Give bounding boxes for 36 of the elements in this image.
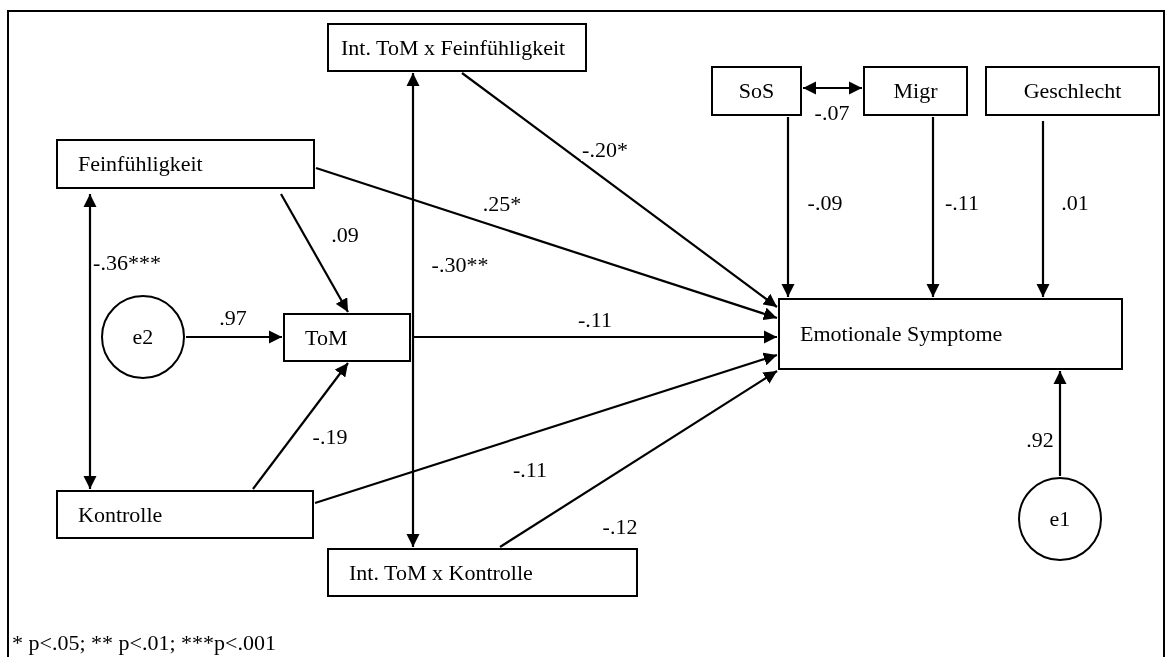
variable-box [985, 66, 1160, 116]
arrow [406, 73, 420, 547]
arrow [252, 362, 349, 490]
arrow [461, 72, 778, 308]
node-label: Int. ToM x Feinfühligkeit [341, 36, 566, 59]
arrow [315, 166, 778, 321]
arrow [499, 370, 778, 548]
variable-box [56, 490, 314, 539]
arrow [280, 193, 349, 313]
variable-box [283, 313, 411, 362]
node-label: Emotionale Symptome [800, 323, 1003, 345]
variable-box [711, 66, 802, 116]
variable-box [778, 298, 1123, 370]
variable-box [56, 139, 315, 189]
arrow [83, 194, 97, 489]
arrow [926, 117, 940, 297]
arrow [314, 352, 778, 505]
arrow [1053, 371, 1067, 476]
node-label: Int. ToM x Kontrolle [349, 561, 533, 584]
arrow [1036, 121, 1050, 297]
arrow [803, 81, 862, 95]
variable-box [327, 23, 587, 72]
variable-box [327, 548, 638, 597]
node-label: Feinfühligkeit [78, 153, 203, 175]
arrow [412, 330, 777, 344]
node-label: ToM [305, 326, 348, 349]
node-label: e1 [1049, 508, 1071, 530]
arrow [781, 117, 795, 297]
node-label: Kontrolle [78, 503, 163, 526]
node-label: SoS [738, 80, 775, 102]
footnote: * p<.05; ** p<.01; ***p<.001 [12, 632, 276, 654]
variable-box [863, 66, 968, 116]
arrow [186, 330, 282, 344]
node-label: e2 [132, 326, 154, 348]
node-label: Geschlecht [1023, 80, 1122, 102]
node-label: Migr [893, 80, 938, 102]
